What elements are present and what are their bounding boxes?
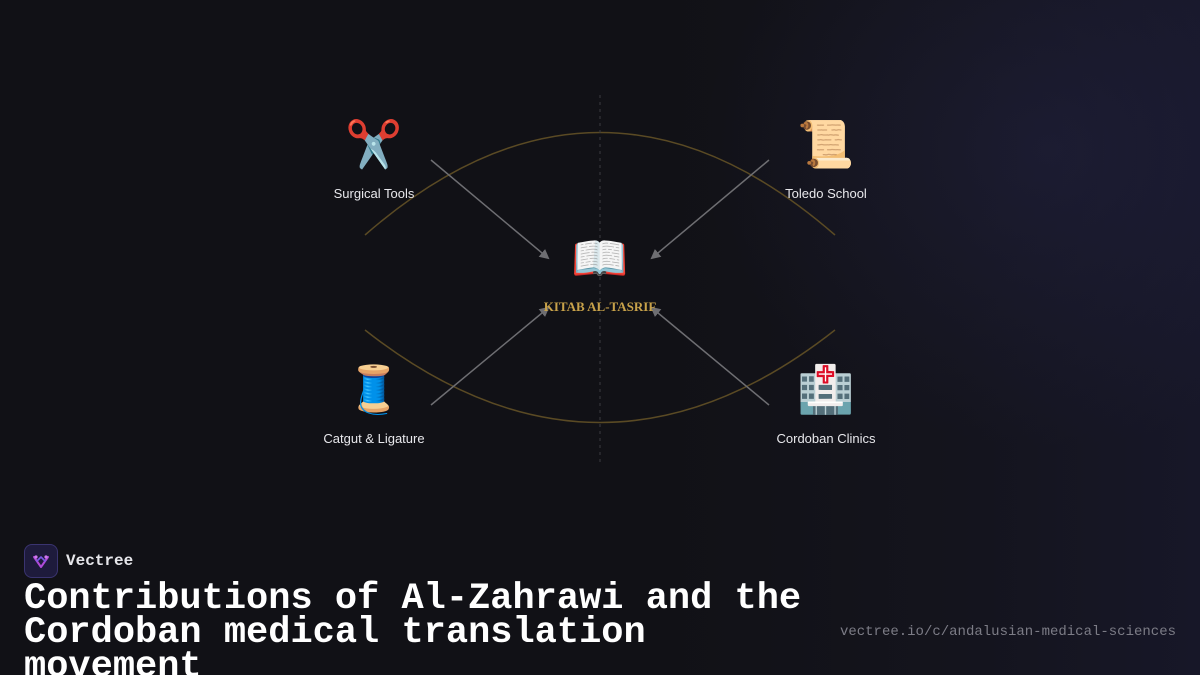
node-surgical-tools: ✂️ Surgical Tools: [334, 116, 415, 201]
node-toledo-school: 📜 Toledo School: [785, 117, 867, 201]
lower-arc: [364, 329, 836, 424]
center-label: KITAB AL-TASRIF: [544, 299, 657, 314]
page-title: Contributions of Al-Zahrawi and the Cord…: [24, 581, 824, 675]
node-label: Catgut & Ligature: [323, 431, 424, 446]
background-glow: [700, 0, 1200, 450]
brand-name: Vectree: [66, 552, 134, 570]
arrow-toledo-school-to-center: [650, 159, 770, 260]
scroll-icon: 📜: [797, 117, 854, 171]
node-catgut-ligature: 🧵 Catgut & Ligature: [323, 362, 424, 446]
open-book-icon: 📖: [571, 231, 628, 285]
node-cordoban-clinics: 🏥 Cordoban Clinics: [777, 362, 876, 446]
arrow-catgut-ligature-to-center: [430, 306, 550, 406]
brand[interactable]: Vectree: [24, 544, 133, 578]
thread-spool-icon: 🧵: [345, 362, 402, 417]
arrow-cordoban-clinics-to-center: [650, 306, 770, 406]
title-line-2: Cordoban medical translation movement: [24, 612, 646, 675]
hospital-icon: 🏥: [797, 362, 854, 416]
arrow-surgical-tools-to-center: [430, 159, 550, 260]
source-url[interactable]: vectree.io/c/andalusian-medical-sciences: [839, 624, 1176, 640]
upper-arc: [364, 131, 836, 236]
title-line-1: Contributions of Al-Zahrawi and the: [24, 578, 802, 620]
node-label: Cordoban Clinics: [777, 431, 876, 446]
vectree-logo-icon: [24, 544, 58, 578]
scissors-icon: ✂️: [345, 116, 402, 171]
center-node: 📖 KITAB AL-TASRIF: [544, 231, 657, 314]
node-label: Surgical Tools: [334, 186, 415, 201]
node-label: Toledo School: [785, 186, 867, 201]
